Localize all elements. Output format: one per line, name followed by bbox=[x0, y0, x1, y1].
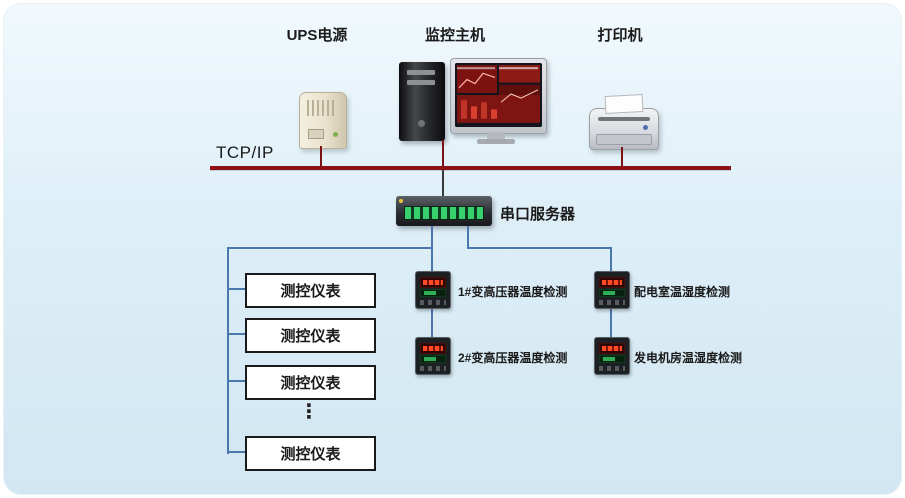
printer-button bbox=[643, 125, 648, 130]
computer-tower-icon bbox=[399, 62, 445, 141]
server-led bbox=[399, 199, 403, 203]
left-branch-horizontal-line bbox=[227, 247, 433, 249]
instrument-box: 测控仪表 bbox=[245, 365, 376, 400]
printer-icon bbox=[589, 94, 659, 150]
meter-label-transformer-2: 2#变高压器温度检测 bbox=[458, 351, 568, 365]
instrument-box: 测控仪表 bbox=[245, 318, 376, 353]
instrument-stub-line bbox=[227, 380, 245, 382]
host-to-bus-line bbox=[442, 140, 444, 166]
monitoring-software-screen bbox=[455, 63, 542, 127]
printer-label: 打印机 bbox=[597, 27, 643, 44]
temperature-meter-icon bbox=[415, 271, 451, 309]
printer-tray bbox=[596, 134, 652, 145]
ups-to-bus-line bbox=[320, 146, 322, 166]
tower-drive-bay bbox=[407, 70, 435, 75]
printer-to-bus-line bbox=[621, 147, 623, 166]
temperature-meter-icon bbox=[594, 271, 630, 309]
server-ports bbox=[404, 206, 484, 220]
instrument-stub-line bbox=[227, 288, 245, 290]
instrument-stub-line bbox=[227, 333, 245, 335]
server-drop-left-line bbox=[431, 226, 433, 248]
server-drop-right-line bbox=[467, 226, 469, 248]
printer-paper bbox=[604, 94, 644, 114]
tcpip-bus-line bbox=[210, 166, 731, 170]
instrument-list-ellipsis: ⋮ bbox=[299, 401, 319, 423]
ups-label: UPS电源 bbox=[286, 27, 348, 44]
temperature-meter-icon bbox=[415, 337, 451, 375]
ups-led bbox=[333, 132, 338, 137]
ups-vents bbox=[307, 100, 337, 116]
tower-power-button bbox=[418, 120, 425, 127]
bus-to-server-line bbox=[442, 170, 444, 196]
right-branch-horizontal-line bbox=[467, 247, 612, 249]
serial-server-icon bbox=[396, 196, 492, 226]
monitor-screen bbox=[455, 63, 542, 127]
tcpip-label: TCP/IP bbox=[216, 143, 274, 162]
printer-slot bbox=[598, 117, 650, 121]
monitor-stand-base bbox=[477, 139, 515, 144]
instrument-box: 测控仪表 bbox=[245, 273, 376, 308]
monitor-host-label: 监控主机 bbox=[424, 27, 485, 44]
instrument-box: 测控仪表 bbox=[245, 436, 376, 471]
ups-icon bbox=[299, 92, 347, 149]
monitor-stand-neck bbox=[487, 132, 505, 139]
monitor-icon bbox=[450, 58, 547, 134]
left-trunk-line bbox=[227, 247, 229, 454]
instrument-stub-line bbox=[227, 451, 245, 453]
meter-label-generator-room: 发电机房温湿度检测 bbox=[634, 351, 743, 365]
meter-label-distribution-room: 配电室温湿度检测 bbox=[634, 285, 731, 299]
serial-server-label: 串口服务器 bbox=[500, 206, 576, 223]
temperature-meter-icon bbox=[594, 337, 630, 375]
meter-label-transformer-1: 1#变高压器温度检测 bbox=[458, 285, 568, 299]
ups-badge bbox=[308, 129, 324, 139]
tower-drive-bay bbox=[407, 80, 435, 85]
